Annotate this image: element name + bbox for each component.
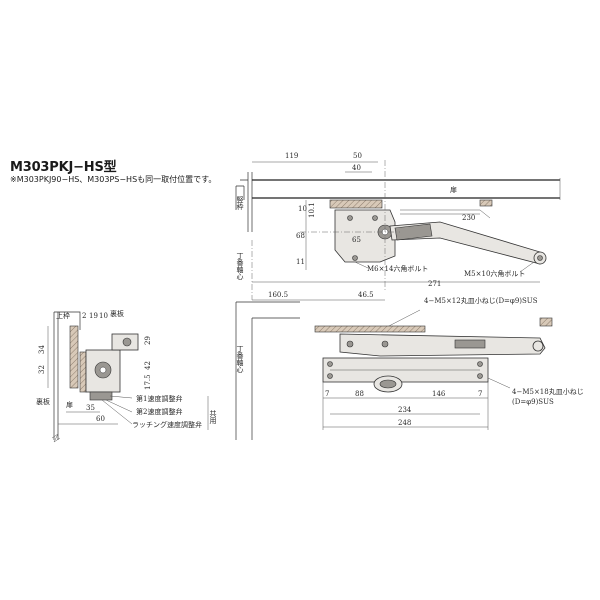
arm-side-joint bbox=[532, 340, 544, 352]
bottom-view: 丁番軸心 160.5 46.5 4−M5×12丸皿小ねじ(D=φ9)SUS bbox=[235, 291, 584, 440]
front-screw-4 bbox=[477, 373, 483, 379]
valve2-label: 第2速度調整弁 bbox=[136, 407, 182, 416]
dim-160-5: 160.5 bbox=[268, 291, 288, 299]
dim-46-5: 46.5 bbox=[358, 291, 374, 299]
dim-119: 119 bbox=[285, 152, 298, 160]
door-label: 扉 bbox=[450, 185, 457, 194]
screw-m5-18-label-2: (D=φ9)SUS bbox=[512, 398, 554, 406]
arm-plate bbox=[479, 199, 493, 207]
page-title: M303PKJ−HS型 bbox=[10, 160, 117, 175]
arm-side bbox=[339, 333, 546, 357]
closer-valve-core bbox=[379, 379, 397, 389]
common-label: 共用 bbox=[209, 409, 217, 425]
hinge-axis-label: 丁番軸心 bbox=[236, 252, 244, 280]
dim-40: 40 bbox=[352, 164, 361, 172]
bolt-3 bbox=[352, 255, 358, 261]
dim-2: 2 bbox=[82, 312, 86, 320]
bracket-plate bbox=[329, 199, 383, 209]
bolt-1 bbox=[347, 215, 353, 221]
arm-side-pin-1 bbox=[346, 340, 354, 348]
dim-248: 248 bbox=[398, 419, 411, 427]
arm-side-grip bbox=[454, 339, 486, 349]
back-plate-small-label: 裏板 bbox=[36, 397, 50, 406]
dim-10b: 10 bbox=[99, 312, 108, 320]
dim-146: 146 bbox=[432, 390, 446, 398]
dim-29: 29 bbox=[144, 336, 152, 345]
dim-10-1: 10.1 bbox=[308, 202, 316, 218]
back-plate-label: 裏板 bbox=[110, 309, 124, 318]
dim-60: 60 bbox=[96, 415, 105, 423]
side-valve-block bbox=[89, 391, 113, 401]
dim-11: 11 bbox=[296, 258, 305, 266]
bolt-m5-leader bbox=[519, 261, 535, 273]
front-screw-3 bbox=[477, 361, 483, 367]
screw-m5-18-leader bbox=[487, 377, 511, 389]
dim-19: 19 bbox=[89, 312, 98, 320]
dim-50: 50 bbox=[353, 152, 362, 160]
dim-7b: 7 bbox=[478, 390, 482, 398]
arm-grip bbox=[394, 223, 433, 241]
screw-m5-12-label: 4−M5×12丸皿小ねじ(D=φ9)SUS bbox=[424, 296, 538, 305]
latching-valve-label: ラッチング速度調整弁 bbox=[132, 420, 202, 429]
dim-230: 230 bbox=[462, 214, 475, 222]
mount-plate bbox=[314, 325, 426, 333]
dim-88: 88 bbox=[355, 390, 364, 398]
door-small-label: 扉 bbox=[66, 400, 73, 409]
side-door-plate bbox=[79, 351, 87, 393]
door-frame-label: 竪枠 bbox=[236, 196, 244, 211]
upper-frame-label: 上枠 bbox=[56, 311, 70, 320]
dim-68: 68 bbox=[296, 232, 305, 240]
arm-link bbox=[400, 209, 491, 219]
dim-17-5: 17.5 bbox=[144, 374, 152, 390]
dim-35: 35 bbox=[86, 404, 95, 412]
break-mark-left bbox=[51, 433, 61, 443]
side-arm-pin bbox=[122, 337, 132, 347]
arm-joint-center bbox=[537, 255, 543, 261]
bolt-2 bbox=[372, 215, 378, 221]
arm-side-pin-2 bbox=[381, 340, 389, 348]
bolt-m6-label: M6×14六角ボルト bbox=[367, 264, 428, 273]
dim-271: 271 bbox=[428, 280, 441, 288]
bolt-m5-label: M5×10六角ボルト bbox=[464, 269, 525, 278]
closer-body bbox=[334, 209, 396, 263]
top-view: 竪枠 扉 119 bbox=[235, 152, 561, 300]
bolt-m6-leader bbox=[354, 261, 369, 269]
dim-65: 65 bbox=[352, 236, 361, 244]
side-back-plate bbox=[69, 325, 79, 389]
front-screw-2 bbox=[327, 373, 333, 379]
door-frame-outline bbox=[235, 172, 253, 232]
dim-7a: 7 bbox=[325, 390, 329, 398]
valve1-label: 第1速度調整弁 bbox=[136, 394, 182, 403]
arm-bracket-plate bbox=[539, 317, 553, 327]
dim-42: 42 bbox=[144, 361, 152, 370]
screw-m5-12-leader bbox=[384, 309, 421, 329]
valve1-leader bbox=[109, 395, 133, 399]
dim-10a: 10 bbox=[298, 205, 307, 213]
dim-34: 34 bbox=[38, 345, 46, 354]
dim-234: 234 bbox=[398, 406, 412, 414]
latching-leader bbox=[101, 399, 133, 425]
front-screw-1 bbox=[327, 361, 333, 367]
side-view: 上枠 2 19 10 裏板 34 32 29 42 17.5 裏板 扉 35 6… bbox=[36, 309, 217, 443]
dim-32: 32 bbox=[38, 365, 46, 374]
side-frame bbox=[53, 311, 81, 440]
valve2-leader bbox=[105, 399, 133, 413]
side-closer-core bbox=[99, 366, 107, 374]
frame-corner bbox=[235, 301, 300, 440]
compatibility-note: ※M303PKJ90−HS、M303PS−HSも同一取付位置です。 bbox=[10, 175, 217, 184]
screw-m5-18-label-1: 4−M5×18丸皿小ねじ bbox=[512, 387, 584, 396]
hinge-axis-label-2: 丁番軸心 bbox=[236, 345, 244, 373]
